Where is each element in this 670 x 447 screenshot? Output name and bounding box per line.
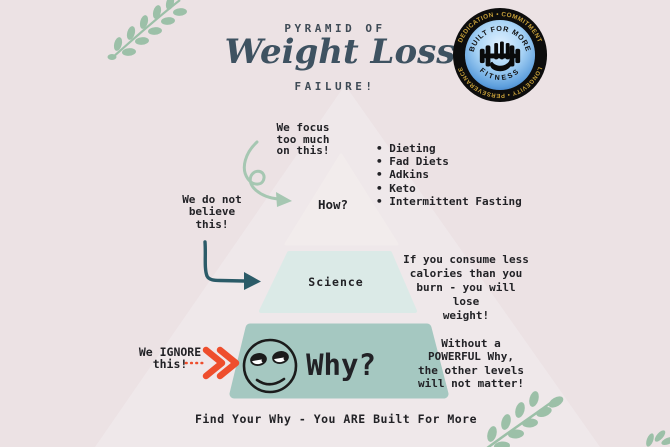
ignore-note-line: We IGNORE <box>138 345 202 359</box>
focus-note: We focus too much on this! <box>248 122 358 157</box>
ignore-note-line: this! <box>152 357 188 371</box>
focus-note-line: too much <box>276 132 330 146</box>
how-label: How? <box>317 197 349 212</box>
leaf-branch-top <box>107 0 187 60</box>
why-note: Without a POWERFUL Why, the other levels… <box>404 337 538 390</box>
footer-tagline: Find Your Why - You ARE Built For More <box>194 412 478 426</box>
title-kicker: PYRAMID OF <box>284 22 386 35</box>
believe-note: We do not believe this! <box>160 193 264 231</box>
why-label: Why? <box>306 348 376 382</box>
ignore-note: We IGNORE this! <box>122 346 218 370</box>
science-note-line: calories than you <box>409 267 523 280</box>
curl-arrow-icon <box>242 140 292 207</box>
bullet-item: Keto <box>376 182 566 195</box>
level-science <box>259 251 417 313</box>
elbow-arrow-icon <box>203 240 261 290</box>
science-note-line: weight! <box>442 309 490 322</box>
unamused-face-icon <box>242 338 298 394</box>
leaf-branch-bottom <box>486 391 564 447</box>
corner-leaves <box>646 430 670 447</box>
bullet-item: Intermittent Fasting <box>376 195 566 208</box>
why-note-line: will not matter! <box>418 376 524 390</box>
logo-badge: DEDICATION • COMMITMENT LONGEVITY • PERS… <box>452 7 548 103</box>
believe-note-line: believe <box>188 205 236 219</box>
bullet-item: Dieting <box>376 142 566 155</box>
believe-note-line: this! <box>195 217 229 231</box>
focus-note-line: We focus <box>276 121 330 134</box>
focus-note-line: on this! <box>276 144 330 157</box>
science-note-line: burn - you will lose <box>416 281 516 308</box>
bullet-item: Fad Diets <box>376 155 566 168</box>
believe-note-line: We do not <box>182 193 242 206</box>
science-note-line: If you consume less <box>403 253 529 266</box>
title-sub: FAILURE! <box>294 80 376 93</box>
level-how <box>284 153 399 246</box>
science-label: Science <box>308 275 364 289</box>
bullet-item: Adkins <box>376 168 566 181</box>
why-note-line: Without a <box>441 337 501 350</box>
dumbbell-icon <box>479 41 521 72</box>
bullet-list: Dieting Fad Diets Adkins Keto Intermitte… <box>376 142 566 208</box>
why-note-line: POWERFUL Why, <box>427 350 515 364</box>
science-note: If you consume less calories than you bu… <box>400 253 532 323</box>
why-note-line: the other levels <box>418 363 524 377</box>
page-title: Weight Loss <box>224 32 456 72</box>
chevron-arrows-icon <box>184 346 240 380</box>
